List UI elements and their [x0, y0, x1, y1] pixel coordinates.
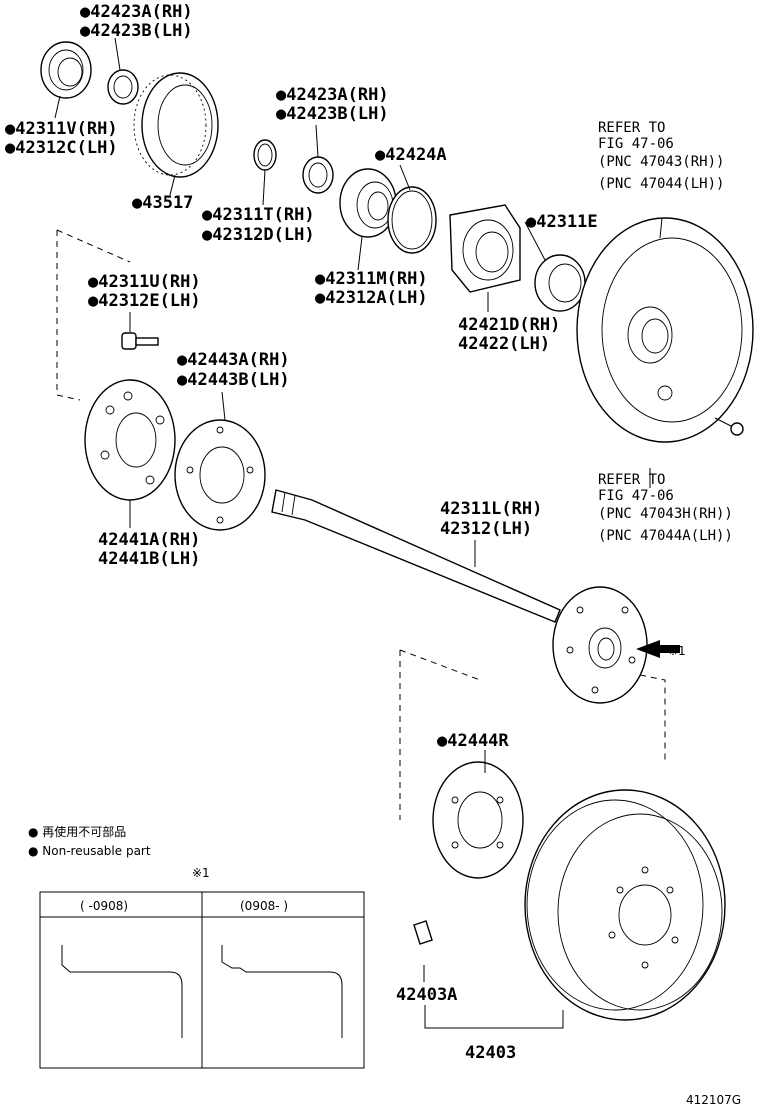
legend-line-en: ● Non-reusable part [28, 844, 151, 858]
label-42312d: ●42312D(LH) [202, 225, 315, 245]
label-42312a: ●42312A(LH) [315, 288, 428, 308]
label-42443a: ●42443A(RH) [177, 350, 290, 370]
inset-box: ※1 ( -0908) (0908- ) [39, 866, 365, 1069]
label-42312e: ●42312E(LH) [88, 291, 201, 311]
label-43517: ●43517 [132, 193, 193, 213]
label-42422: 42422(LH) [458, 334, 550, 354]
inset-profile-left [61, 945, 183, 1038]
inset-profile-right [221, 945, 343, 1038]
bearing-retainer-42421d [449, 204, 521, 293]
gasket-42443a [174, 419, 266, 531]
label-42424a: ●42424A [375, 145, 447, 165]
refer-bottom-line2: FIG 47-06 [598, 488, 674, 504]
note-mark: ※1 [668, 644, 686, 658]
snap-ring-42311t [253, 139, 277, 171]
label-42311m: ●42311M(RH) [315, 269, 428, 289]
refer-top-line2: FIG 47-06 [598, 136, 674, 152]
refer-note-bottom: REFER TO FIG 47-06 (PNC 47043H(RH)) (PNC… [598, 472, 733, 544]
gasket-42444r [432, 761, 524, 879]
bearing-race-42423a-upper [107, 69, 139, 105]
label-42421d: 42421D(RH) [458, 315, 560, 335]
abs-rotor-43517 [133, 72, 219, 178]
refer-top-line3: (PNC 47043(RH)) [598, 154, 724, 170]
axle-flange [552, 586, 648, 704]
flange-42441a [84, 379, 176, 501]
bracket-42403 [424, 1005, 564, 1029]
label-42423a-top: ●42423A(RH) [80, 2, 193, 22]
label-42403: 42403 [465, 1043, 516, 1063]
label-42312: 42312(LH) [440, 519, 532, 539]
label-42311e: ●42311E [526, 212, 598, 232]
part-labels: ●42423A(RH) ●42423B(LH) ●42311V(RH) ●423… [5, 2, 598, 1063]
legend: ● 再使用不可部品 ● Non-reusable part [28, 824, 151, 858]
oil-seal-42311v [40, 41, 92, 99]
label-42403a: 42403A [396, 985, 457, 1005]
backing-plate [576, 217, 754, 443]
label-42423b-mid: ●42423B(LH) [276, 104, 389, 124]
refer-bottom-line3: (PNC 47043H(RH)) [598, 506, 733, 522]
label-42311l: 42311L(RH) [440, 499, 542, 519]
inset-mark: ※1 [192, 866, 210, 880]
label-42311t: ●42311T(RH) [202, 205, 315, 225]
label-42443b: ●42443B(LH) [177, 370, 290, 390]
oil-seal-42311e [534, 254, 586, 312]
hole-plug-42403a [413, 920, 433, 945]
inset-col1-header: ( -0908) [80, 899, 128, 913]
leader-lines [54, 37, 663, 982]
refer-note-top: REFER TO FIG 47-06 (PNC 47043(RH)) (PNC … [598, 120, 724, 192]
refer-bottom-line4: (PNC 47044A(LH)) [598, 528, 733, 544]
label-42441a: 42441A(RH) [98, 530, 200, 550]
note-arrow [636, 640, 680, 658]
bearing-42311m [339, 168, 397, 238]
bearing-race-42423a-middle [302, 156, 334, 194]
legend-line-ja: ● 再使用不可部品 [28, 824, 126, 839]
inset-col2-header: (0908- ) [240, 899, 288, 913]
label-42311v: ●42311V(RH) [5, 119, 118, 139]
assembly-guide-upper [56, 229, 131, 401]
brake-drum-42403 [524, 789, 726, 1021]
label-42444r: ●42444R [437, 731, 509, 751]
label-42423b-top: ●42423B(LH) [80, 21, 193, 41]
backing-plate-bolt [714, 417, 744, 436]
o-ring-42424a [387, 186, 437, 254]
refer-top-line4: (PNC 47044(LH)) [598, 176, 724, 192]
figure-id: 412107G [686, 1093, 741, 1107]
refer-bottom-line1: REFER TO [598, 472, 665, 488]
refer-top-line1: REFER TO [598, 120, 665, 136]
label-42312c: ●42312C(LH) [5, 138, 118, 158]
axle-shaft-42311l [271, 489, 561, 623]
label-42311u: ●42311U(RH) [88, 272, 201, 292]
hub-bolt-42311u [121, 332, 159, 350]
label-42441b: 42441B(LH) [98, 549, 200, 569]
label-42423a-mid: ●42423A(RH) [276, 85, 389, 105]
assembly-guide-lower [399, 649, 666, 820]
